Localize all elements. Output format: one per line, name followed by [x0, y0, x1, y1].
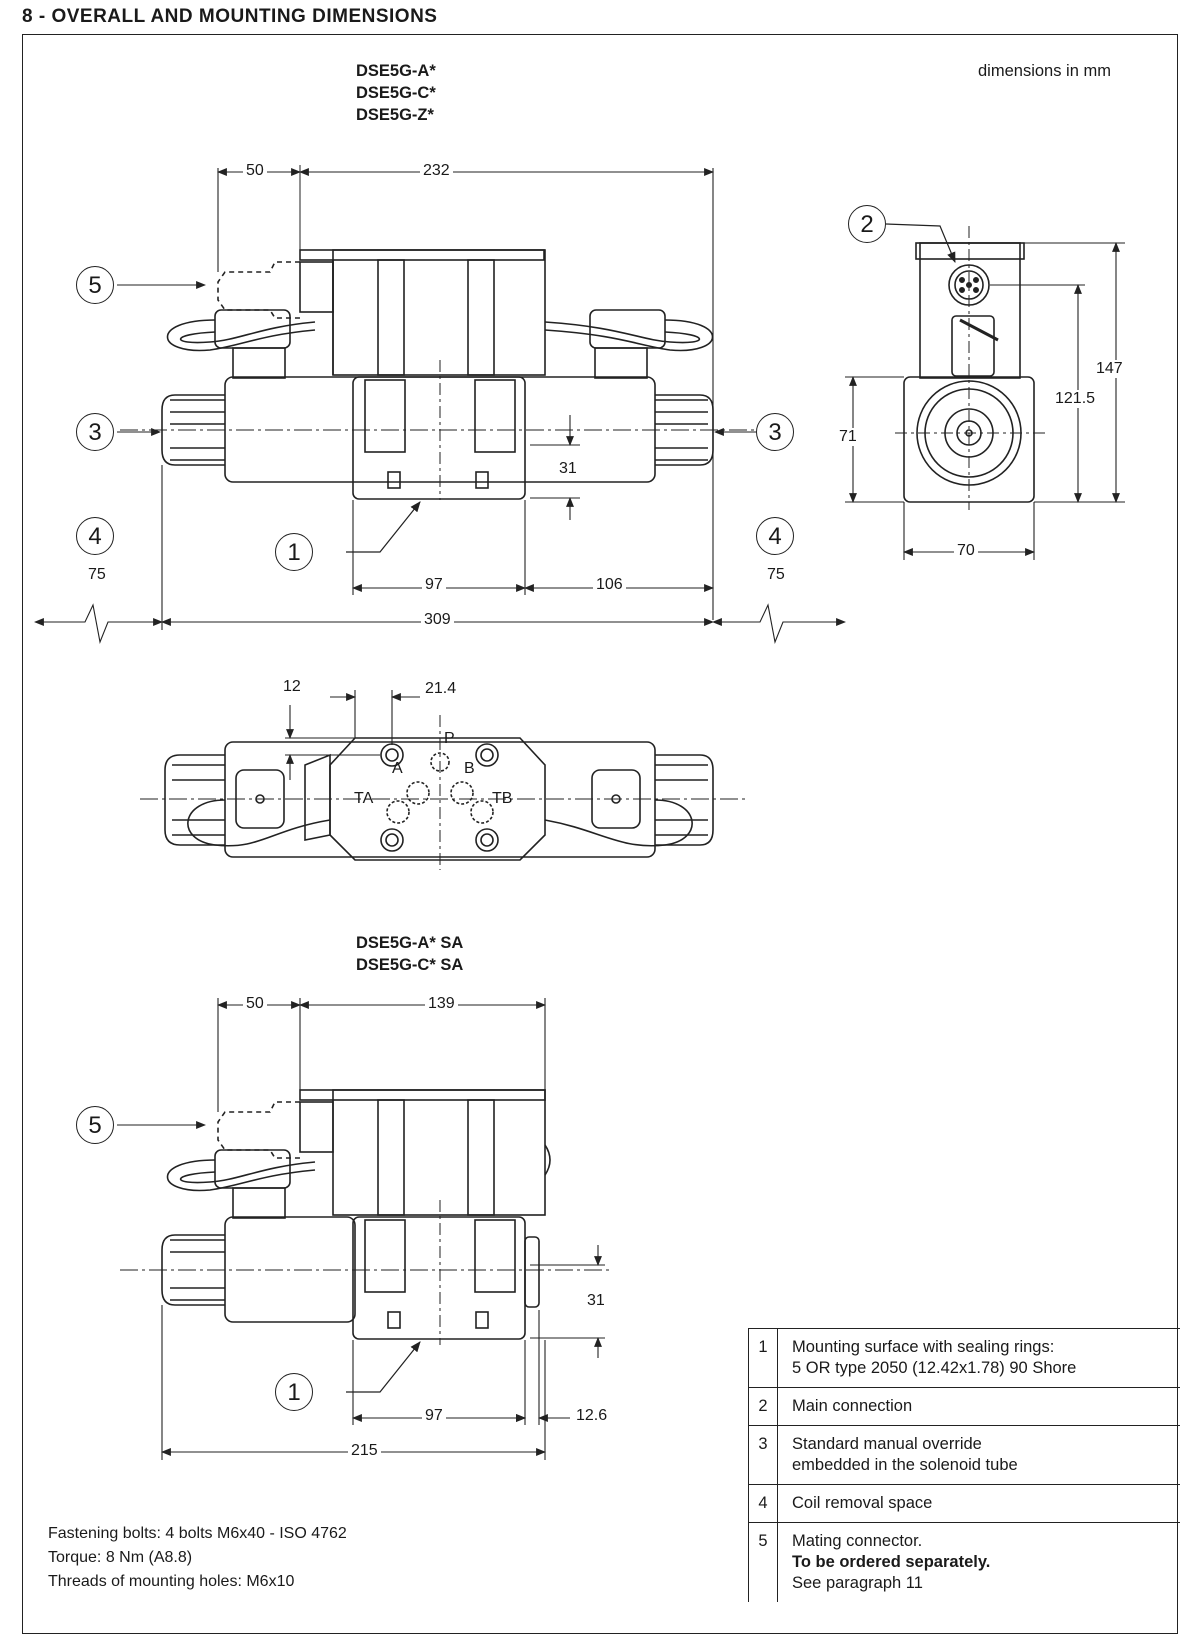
side-view: [885, 223, 1045, 510]
dimension-label: 97: [422, 1407, 446, 1425]
legend-line: Coil removal space: [792, 1494, 933, 1512]
dimension-label: 31: [584, 1292, 608, 1310]
port-label: TA: [354, 790, 374, 807]
legend-line: Standard manual override: [792, 1435, 982, 1453]
dimension-label: 75: [764, 566, 788, 584]
legend-line: Main connection: [792, 1397, 913, 1415]
legend-row: 2 Main connection: [748, 1387, 1180, 1426]
model-label: DSE5G-Z*: [356, 106, 434, 124]
legend-line: See paragraph 11: [792, 1574, 923, 1592]
drawing-frame: [22, 34, 1178, 1634]
dimension-label: 121.5: [1052, 390, 1099, 408]
legend-row: 3 Standard manual override embedded in t…: [748, 1425, 1180, 1485]
legend-text: Mounting surface with sealing rings: 5 O…: [777, 1328, 1180, 1388]
dimension-label: 31: [556, 460, 580, 478]
dimension-label: 232: [420, 162, 453, 180]
dimension-label: 139: [425, 995, 458, 1013]
legend-text: Coil removal space: [777, 1484, 1180, 1523]
dimension-label: 75: [85, 566, 109, 584]
dimension-label: 215: [348, 1442, 381, 1460]
legend-num: 5: [748, 1522, 778, 1602]
note-line: Threads of mounting holes: M6x10: [48, 1573, 295, 1590]
front-view: [120, 165, 760, 553]
callout-1: 1: [275, 533, 313, 571]
model-label: DSE5G-A* SA: [356, 934, 464, 952]
callout-4: 4: [756, 517, 794, 555]
units-note: dimensions in mm: [978, 62, 1111, 80]
legend-num: 4: [748, 1484, 778, 1523]
model-label: DSE5G-C* SA: [356, 956, 464, 974]
legend-num: 3: [748, 1425, 778, 1485]
dimension-label: 70: [954, 542, 978, 560]
callout-5: 5: [76, 266, 114, 304]
section-title: 8 - OVERALL AND MOUNTING DIMENSIONS: [22, 6, 438, 27]
legend-text: Standard manual override embedded in the…: [777, 1425, 1180, 1485]
dimension-label: 309: [421, 611, 454, 629]
front-view-sa: [120, 1089, 610, 1393]
port-label: B: [464, 760, 475, 777]
dimension-label: 147: [1093, 360, 1126, 378]
dimension-label: 106: [593, 576, 626, 594]
dimension-label: 12: [280, 678, 304, 696]
legend-num: 1: [748, 1328, 778, 1388]
legend-line: Mounting surface with sealing rings:: [792, 1338, 1055, 1356]
legend-row: 4 Coil removal space: [748, 1484, 1180, 1523]
legend-line: 5 OR type 2050 (12.42x1.78) 90 Shore: [792, 1359, 1077, 1377]
legend-line: Mating connector.: [792, 1532, 923, 1550]
callout-4: 4: [76, 517, 114, 555]
dimension-label: 21.4: [422, 680, 460, 698]
dimension-label: 71: [836, 428, 860, 446]
legend-text: Main connection: [777, 1387, 1180, 1426]
legend-row: 1 Mounting surface with sealing rings: 5…: [748, 1328, 1180, 1388]
callout-5: 5: [76, 1106, 114, 1144]
dimension-label: 50: [243, 162, 267, 180]
legend-line: To be ordered separately.: [792, 1553, 991, 1571]
model-label: DSE5G-C*: [356, 84, 436, 102]
dimension-label: 50: [243, 995, 267, 1013]
callout-1: 1: [275, 1373, 313, 1411]
legend-row: 5 Mating connector. To be ordered separa…: [748, 1522, 1180, 1602]
legend-num: 2: [748, 1387, 778, 1426]
dimension-label: 12.6: [573, 1407, 611, 1425]
note-line: Torque: 8 Nm (A8.8): [48, 1549, 193, 1566]
fastening-notes: Fastening bolts: 4 bolts M6x40 - ISO 476…: [48, 1522, 347, 1594]
top-view: [140, 715, 745, 870]
port-label: TB: [492, 790, 513, 807]
callout-3: 3: [756, 413, 794, 451]
port-label: A: [392, 760, 403, 777]
note-line: Fastening bolts: 4 bolts M6x40 - ISO 476…: [48, 1525, 347, 1542]
callout-3: 3: [76, 413, 114, 451]
port-label: P: [444, 730, 455, 747]
legend-line: embedded in the solenoid tube: [792, 1456, 1018, 1474]
dimension-label: 97: [422, 576, 446, 594]
legend-text: Mating connector. To be ordered separate…: [777, 1522, 1180, 1602]
legend-table: 1 Mounting surface with sealing rings: 5…: [748, 1328, 1180, 1602]
model-label: DSE5G-A*: [356, 62, 436, 80]
callout-2: 2: [848, 205, 886, 243]
